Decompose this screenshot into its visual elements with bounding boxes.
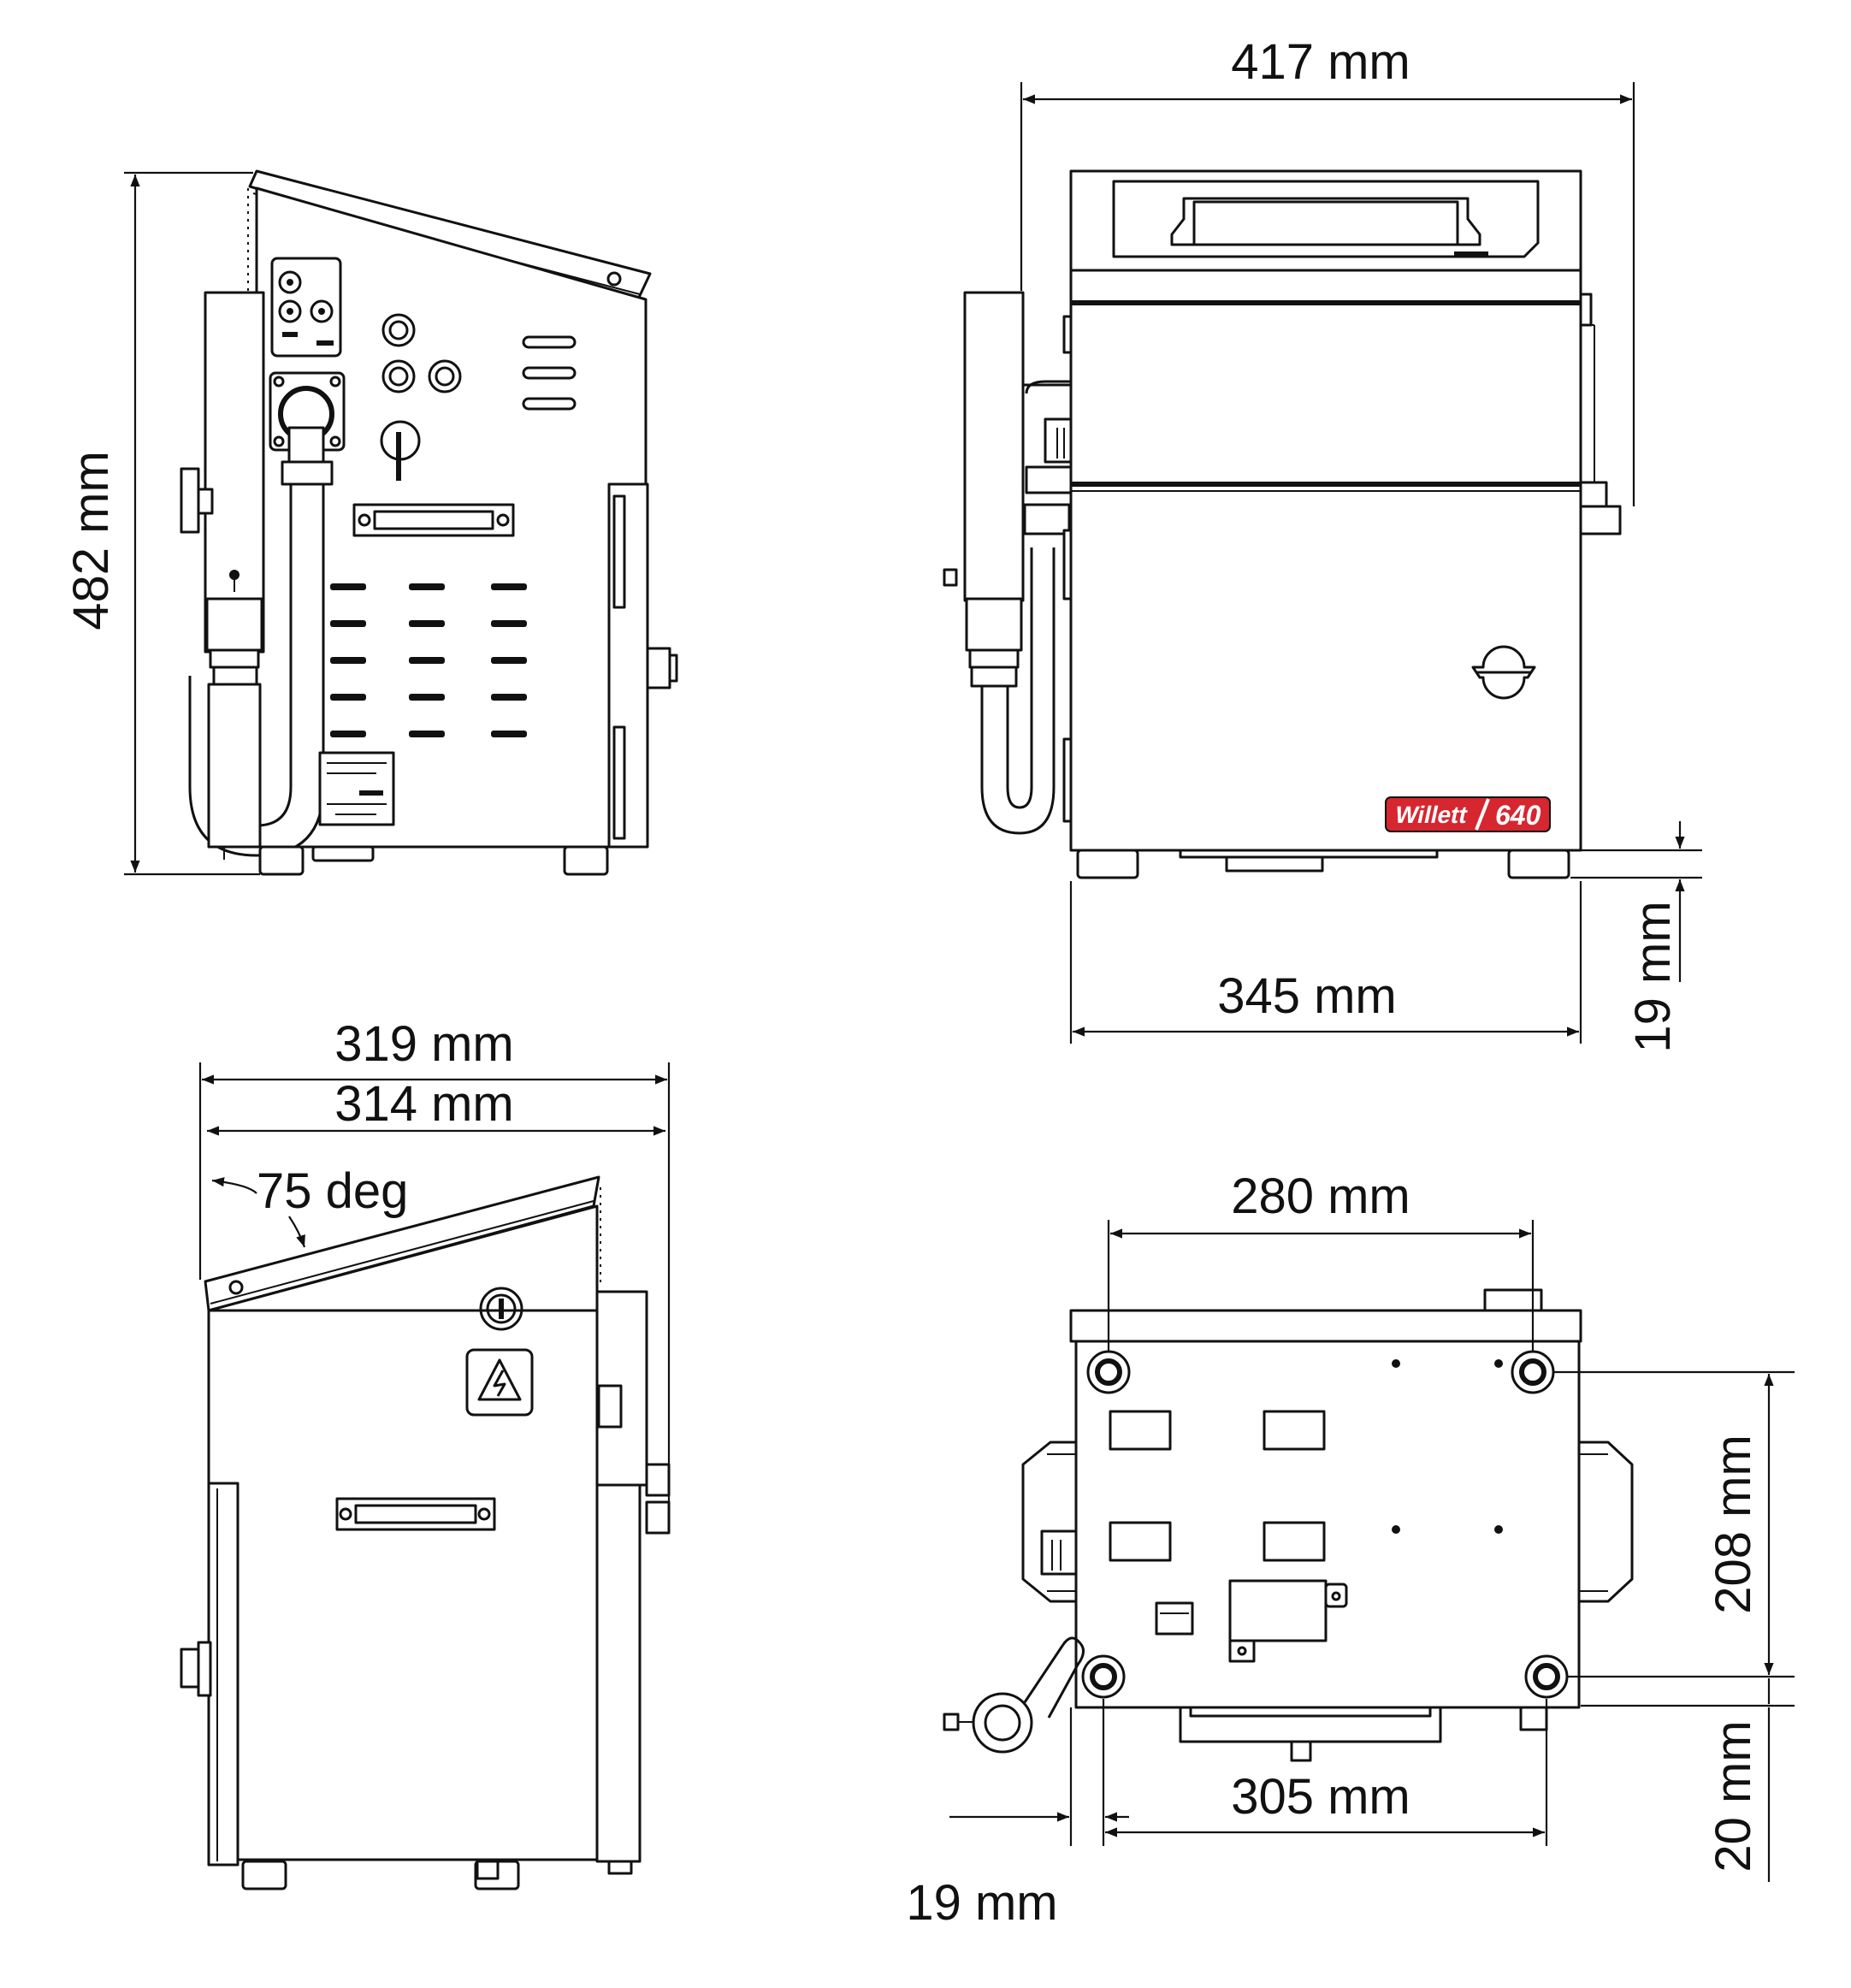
dim-lid-angle-label: 75 deg	[257, 1163, 408, 1219]
dim-foot-spacing-width-label: 280 mm	[1231, 1169, 1410, 1224]
dim-depth-overall-label: 319 mm	[334, 1016, 514, 1072]
dim-height: 482 mm	[63, 171, 260, 876]
dim-foot-spacing-width: 280 mm	[1107, 1169, 1535, 1352]
dim-depth-body: 314 mm	[207, 1076, 665, 1136]
dim-front-width-label: 417 mm	[1231, 34, 1410, 90]
dim-foot-spacing-depth: 208 mm	[1553, 1370, 1795, 1707]
dim-lid-angle: 75 deg	[211, 1163, 408, 1248]
dim-body-width-label: 345 mm	[1217, 968, 1397, 1024]
dim-body-width: 345 mm	[1069, 881, 1582, 1044]
brand-model: 640	[1495, 800, 1541, 831]
dim-foot-spacing-depth-label: 208 mm	[1706, 1435, 1761, 1614]
dim-foot-offset-front: 20 mm	[1706, 1678, 1771, 1882]
dim-foot-spacing-base-label: 305 mm	[1231, 1769, 1410, 1825]
bottom-view	[943, 1288, 1634, 1762]
brand-badge: Willett 640	[1385, 796, 1551, 832]
dim-foot-height-label: 19 mm	[1625, 901, 1681, 1052]
rear-vent-grid	[330, 583, 527, 737]
electrical-hazard-icon	[465, 1348, 534, 1417]
side-view	[180, 1175, 671, 1890]
dim-foot-offset-front-label: 20 mm	[1706, 1720, 1761, 1872]
brand-name: Willett	[1393, 801, 1470, 828]
dim-front-width: 417 mm	[1020, 34, 1635, 506]
dim-foot-offset-side-label: 19 mm	[906, 1875, 1057, 1931]
dim-foot-spacing-base: 305 mm	[1069, 1699, 1548, 1846]
dim-foot-offset-side: 19 mm	[906, 1812, 1129, 1931]
dim-height-label: 482 mm	[63, 451, 119, 630]
rear-view	[180, 169, 678, 876]
dim-foot-height: 19 mm	[1570, 821, 1702, 1053]
front-view: Willett 640	[943, 169, 1622, 879]
dim-depth-body-label: 314 mm	[334, 1076, 514, 1132]
dim-depth-overall: 319 mm	[198, 1016, 671, 1531]
